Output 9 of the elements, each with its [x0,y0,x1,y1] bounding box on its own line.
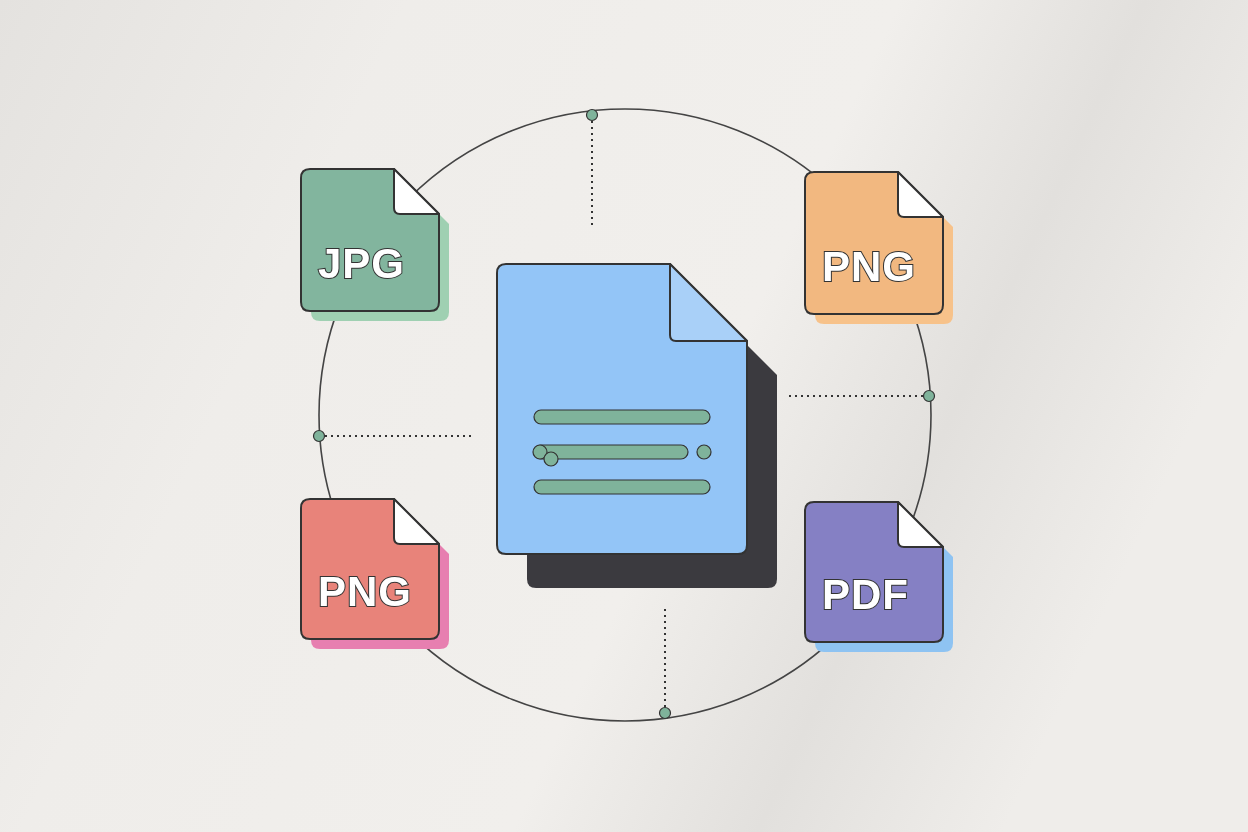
file-type-label: PDF [822,571,909,619]
file-card [804,171,954,325]
file-card [300,498,450,650]
document-drawing [496,263,778,589]
file-card [804,501,954,653]
file-type-label: JPG [318,240,406,288]
file-type-label: PNG [822,243,916,291]
file-type-label: PNG [318,568,412,616]
file-card [300,168,450,322]
